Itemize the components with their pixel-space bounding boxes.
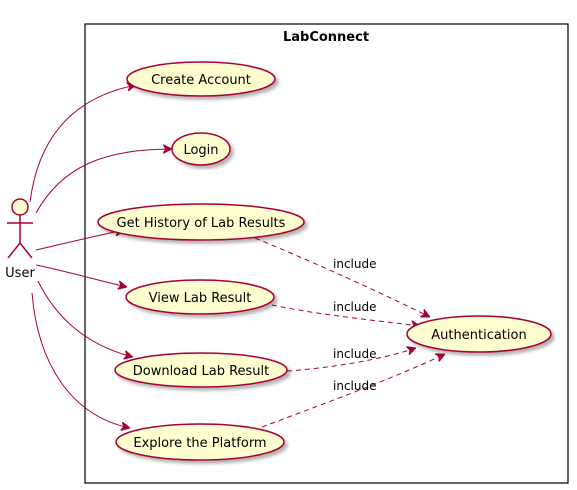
include-download-lab-result [286, 348, 416, 372]
actor-stick-figure-icon [7, 198, 33, 259]
use-case-label: Login [183, 143, 218, 158]
actor-user[interactable]: User [5, 198, 35, 281]
use-case-get-history[interactable]: Get History of Lab Results [97, 203, 305, 241]
use-case-create-account[interactable]: Create Account [126, 61, 276, 97]
use-case-label: Create Account [151, 73, 251, 88]
include-view-lab-result [271, 304, 420, 326]
association-get-history [35, 230, 124, 251]
use-case-label: Explore the Platform [133, 436, 266, 451]
actor-label: User [5, 266, 35, 281]
use-case-label: Get History of Lab Results [117, 216, 286, 231]
include-relations [254, 237, 445, 428]
include-label-get-history: include [333, 257, 376, 271]
use-case-label: Authentication [431, 328, 526, 343]
use-case-download-lab-result[interactable]: Download Lab Result [114, 352, 288, 388]
use-case-label: Download Lab Result [133, 364, 270, 379]
include-label-download-lab-result: include [333, 347, 376, 361]
use-case-view-lab-result[interactable]: View Lab Result [125, 279, 275, 315]
system-boundary-frame [84, 23, 569, 484]
association-download-lab-result [37, 280, 133, 357]
include-get-history [254, 237, 430, 317]
use-case-label: View Lab Result [149, 291, 252, 306]
association-create-account [29, 85, 136, 203]
include-label-view-lab-result: include [333, 300, 376, 314]
include-label-explore-platform: include [333, 379, 376, 393]
association-login [35, 149, 172, 214]
use-case-explore-platform[interactable]: Explore the Platform [115, 423, 285, 461]
system-boundary: LabConnect [84, 23, 569, 484]
include-explore-platform [261, 354, 445, 428]
include-labels: include include include include [333, 257, 376, 393]
association-view-lab-result [35, 264, 127, 287]
use-case-login[interactable]: Login [171, 132, 231, 166]
use-case-authentication[interactable]: Authentication [406, 315, 552, 353]
association-explore-platform [31, 292, 130, 428]
actor-associations [29, 85, 172, 428]
system-title: LabConnect [283, 30, 369, 45]
